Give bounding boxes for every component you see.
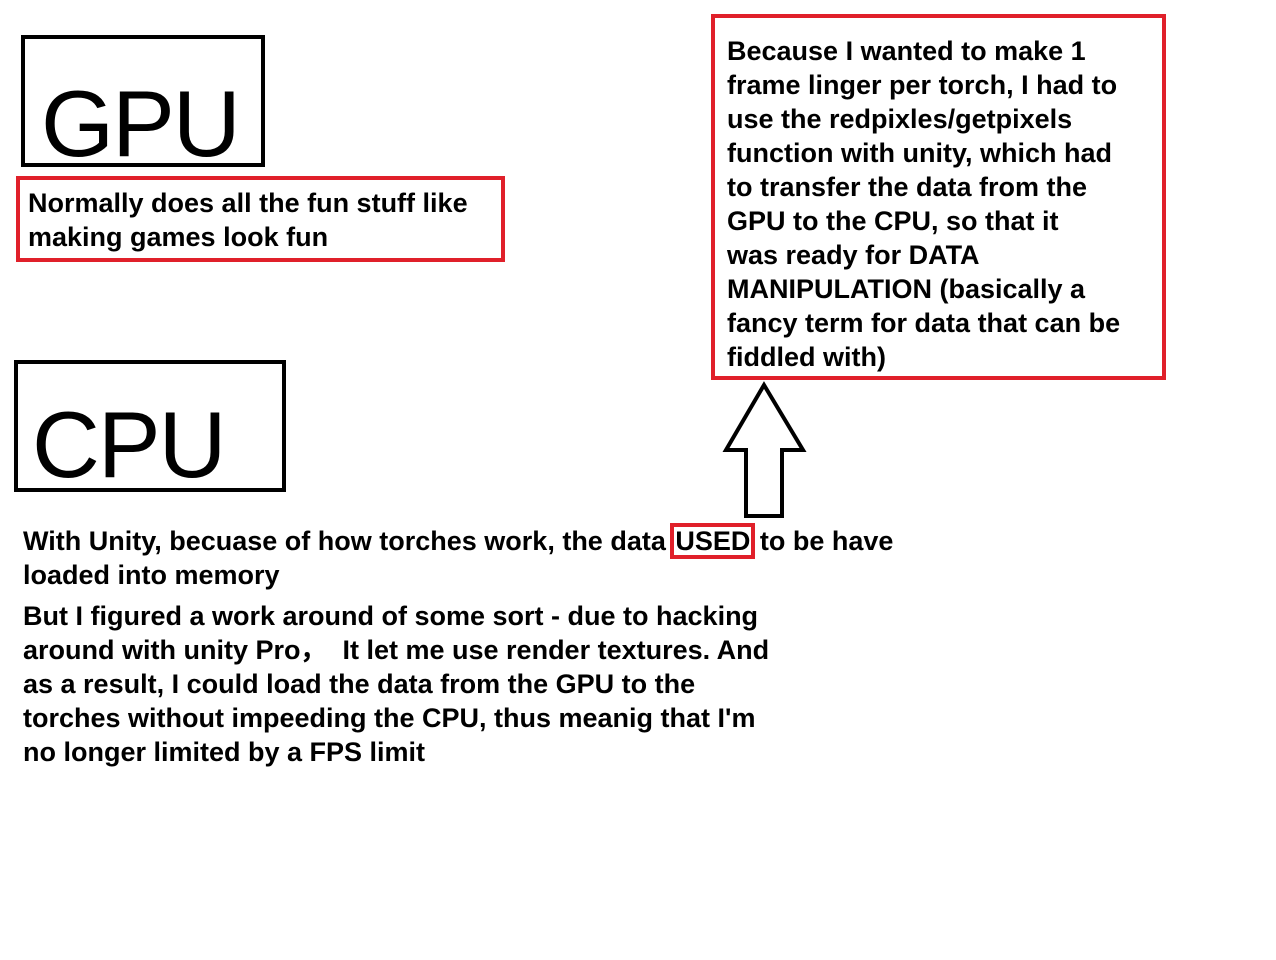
gpu-heading: GPU: [41, 71, 241, 176]
unity-memory-note: With Unity, becuase of how torches work,…: [23, 523, 983, 592]
up-arrow-icon: [722, 381, 807, 518]
gpu-heading-box: GPU: [21, 35, 265, 171]
callout-text: Because I wanted to make 1 frame linger …: [727, 36, 1121, 372]
cpu-heading-box: CPU: [14, 360, 286, 492]
callout-box: Because I wanted to make 1 frame linger …: [711, 14, 1166, 380]
workaround-note: But I figured a work around of some sort…: [23, 601, 770, 767]
unity-note-lead: With Unity, becuase of how torches work,…: [23, 526, 674, 556]
cpu-heading: CPU: [32, 392, 226, 497]
gpu-description-box: Normally does all the fun stuff like mak…: [16, 176, 505, 262]
gpu-description: Normally does all the fun stuff like mak…: [28, 188, 468, 252]
unity-note-tail: to be have loaded into memory: [23, 526, 894, 590]
used-highlight: USED: [670, 523, 756, 559]
